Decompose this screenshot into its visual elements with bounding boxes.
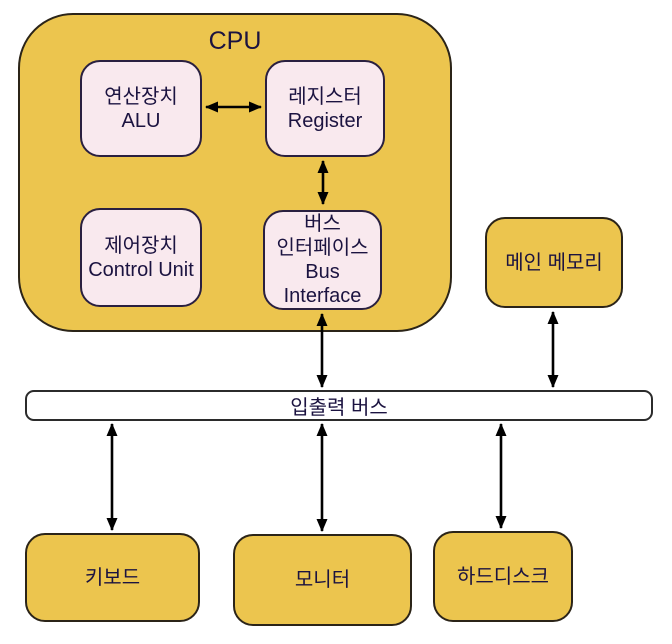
monitor-label: 모니터: [294, 569, 351, 591]
control-unit-box: 제어장치 Control Unit: [80, 208, 202, 307]
bus-interface-label-english-1: Bus: [305, 261, 340, 283]
monitor-box: 모니터: [233, 534, 412, 626]
io-bus-bar: 입출력 버스: [25, 390, 653, 421]
hard-disk-box: 하드디스크: [433, 531, 573, 622]
main-memory-box: 메인 메모리: [485, 217, 623, 308]
hard-disk-label: 하드디스크: [457, 565, 549, 588]
register-box: 레지스터 Register: [265, 60, 385, 157]
bus-interface-box: 버스 인터페이스 Bus Interface: [263, 210, 382, 310]
io-bus-label: 입출력 버스: [290, 397, 388, 419]
keyboard-box: 키보드: [25, 533, 200, 622]
alu-label-korean: 연산장치: [104, 85, 178, 108]
register-label-english: Register: [287, 109, 363, 132]
main-memory-label: 메인 메모리: [505, 251, 603, 274]
alu-label-english: ALU: [121, 109, 161, 132]
bus-interface-label-english-2: Interface: [283, 285, 362, 307]
register-label-korean: 레지스터: [288, 85, 362, 108]
cpu-title: CPU: [208, 27, 262, 55]
control-unit-label-english: Control Unit: [88, 258, 194, 281]
bus-interface-label-korean-2: 인터페이스: [276, 237, 369, 259]
alu-box: 연산장치 ALU: [80, 60, 202, 157]
keyboard-label: 키보드: [84, 566, 141, 589]
control-unit-label-korean: 제어장치: [104, 234, 178, 257]
bus-interface-label-korean-1: 버스: [304, 213, 341, 235]
